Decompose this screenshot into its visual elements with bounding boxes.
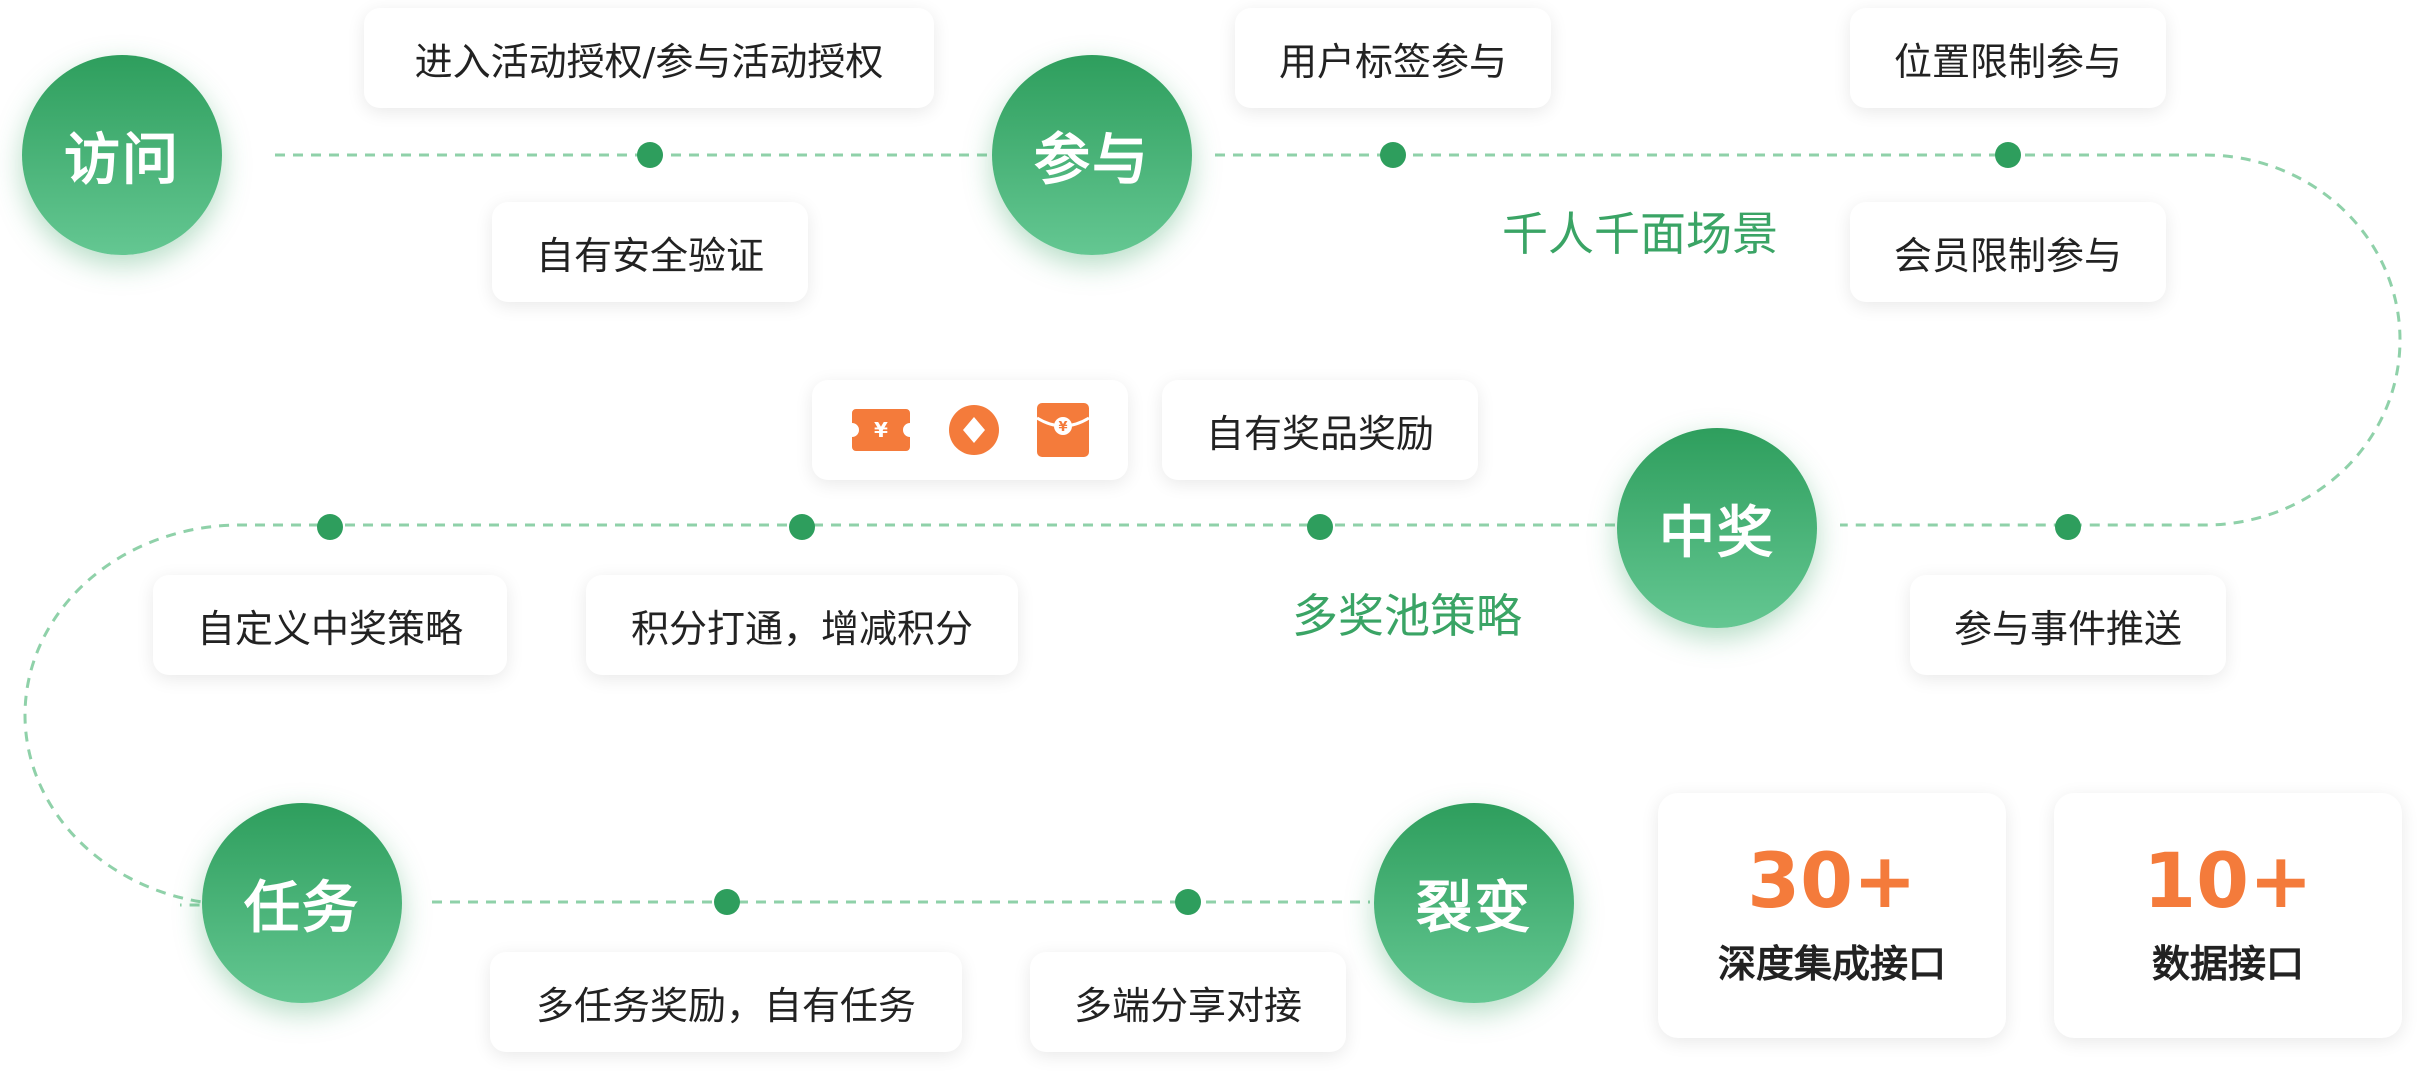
stat-label: 深度集成接口 [1717, 942, 1946, 986]
coupon-icon: ¥ [852, 409, 910, 451]
path-dot [789, 514, 815, 540]
feature-card-user-tags: 用户标签参与 [1235, 8, 1551, 108]
path-dot [1995, 142, 2021, 168]
svg-text:¥: ¥ [1058, 420, 1067, 435]
stage-node-win: 中奖 [1617, 428, 1817, 628]
stat-card-data-apis: 10+ 数据接口 [2054, 793, 2402, 1038]
feature-card-points: 积分打通，增减积分 [586, 575, 1018, 675]
feature-card-member-limit: 会员限制参与 [1850, 202, 2166, 302]
feature-card-event-push: 参与事件推送 [1910, 575, 2226, 675]
path-dot [714, 889, 740, 915]
feature-card-own-prizes: 自有奖品奖励 [1162, 380, 1478, 480]
prize-icons-card: ¥ ¥ [812, 380, 1128, 480]
feature-card-location-limit: 位置限制参与 [1850, 8, 2166, 108]
stat-label: 数据接口 [2151, 942, 2304, 986]
feature-card-custom-strategy: 自定义中奖策略 [153, 575, 507, 675]
coin-icon [949, 405, 999, 455]
path-dot [1380, 142, 1406, 168]
path-dot [2055, 514, 2081, 540]
stage-node-task: 任务 [202, 803, 402, 1003]
scene-label-prize-pools: 多奖池策略 [1292, 589, 1522, 643]
feature-card-security: 自有安全验证 [492, 202, 808, 302]
path-dot [1307, 514, 1333, 540]
stat-value: 30+ [1747, 836, 1917, 925]
stage-node-visit: 访问 [22, 55, 222, 255]
path-dot [1175, 889, 1201, 915]
svg-text:¥: ¥ [874, 418, 888, 442]
scene-label-personalized: 千人千面场景 [1502, 207, 1778, 261]
stat-value: 10+ [2143, 836, 2313, 925]
feature-card-authorization: 进入活动授权/参与活动授权 [364, 8, 934, 108]
red-envelope-icon: ¥ [1036, 403, 1090, 457]
feature-card-multi-task: 多任务奖励，自有任务 [490, 952, 962, 1052]
stage-node-join: 参与 [992, 55, 1192, 255]
path-dot [637, 142, 663, 168]
feature-card-share: 多端分享对接 [1030, 952, 1346, 1052]
stage-node-fission: 裂变 [1374, 803, 1574, 1003]
path-dot [317, 514, 343, 540]
stat-card-integration-apis: 30+ 深度集成接口 [1658, 793, 2006, 1038]
